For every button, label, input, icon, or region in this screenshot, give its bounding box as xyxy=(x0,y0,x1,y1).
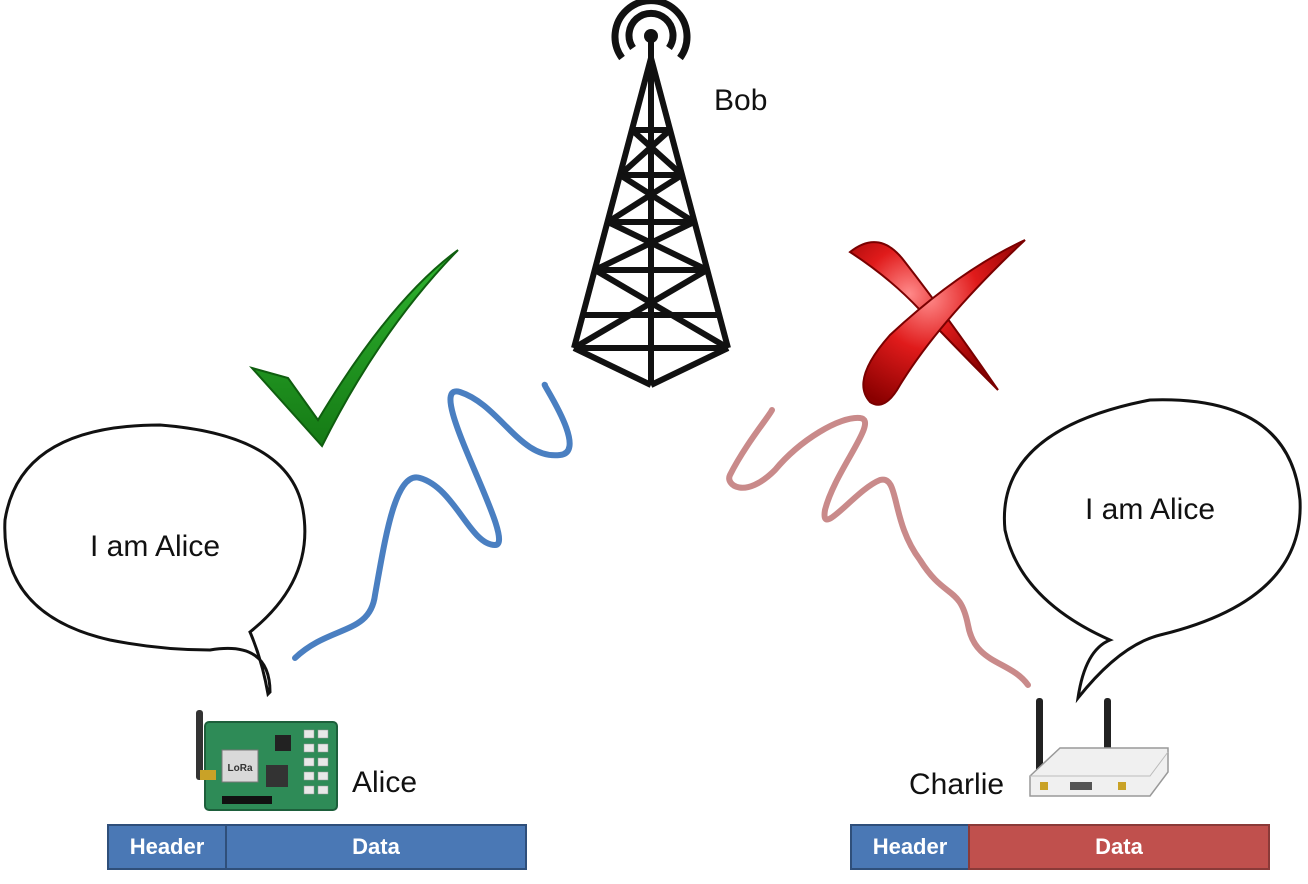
left-signal-wave xyxy=(292,381,573,661)
left-speech-bubble xyxy=(3,423,307,698)
right-speech-bubble xyxy=(1002,398,1302,704)
radio-tower-icon xyxy=(571,0,731,388)
right-signal-wave xyxy=(726,407,1031,688)
left-bubble-text: I am Alice xyxy=(89,530,221,563)
tower-label: Bob xyxy=(714,84,768,117)
alice-label: Alice xyxy=(352,766,418,799)
cross-mark-icon xyxy=(848,239,1026,406)
left-packet-data: Data xyxy=(225,824,527,870)
right-bubble-text: I am Alice xyxy=(1084,493,1216,526)
lora-board-icon: LoRa xyxy=(196,710,338,811)
right-packet-header: Header xyxy=(850,824,970,870)
check-mark-icon xyxy=(248,249,459,448)
charlie-label: Charlie xyxy=(909,768,1005,801)
lora-chip-label: LoRa xyxy=(228,763,253,774)
left-packet-header: Header xyxy=(107,824,227,870)
right-packet-data: Data xyxy=(968,824,1270,870)
gateway-router-icon xyxy=(1029,698,1169,797)
